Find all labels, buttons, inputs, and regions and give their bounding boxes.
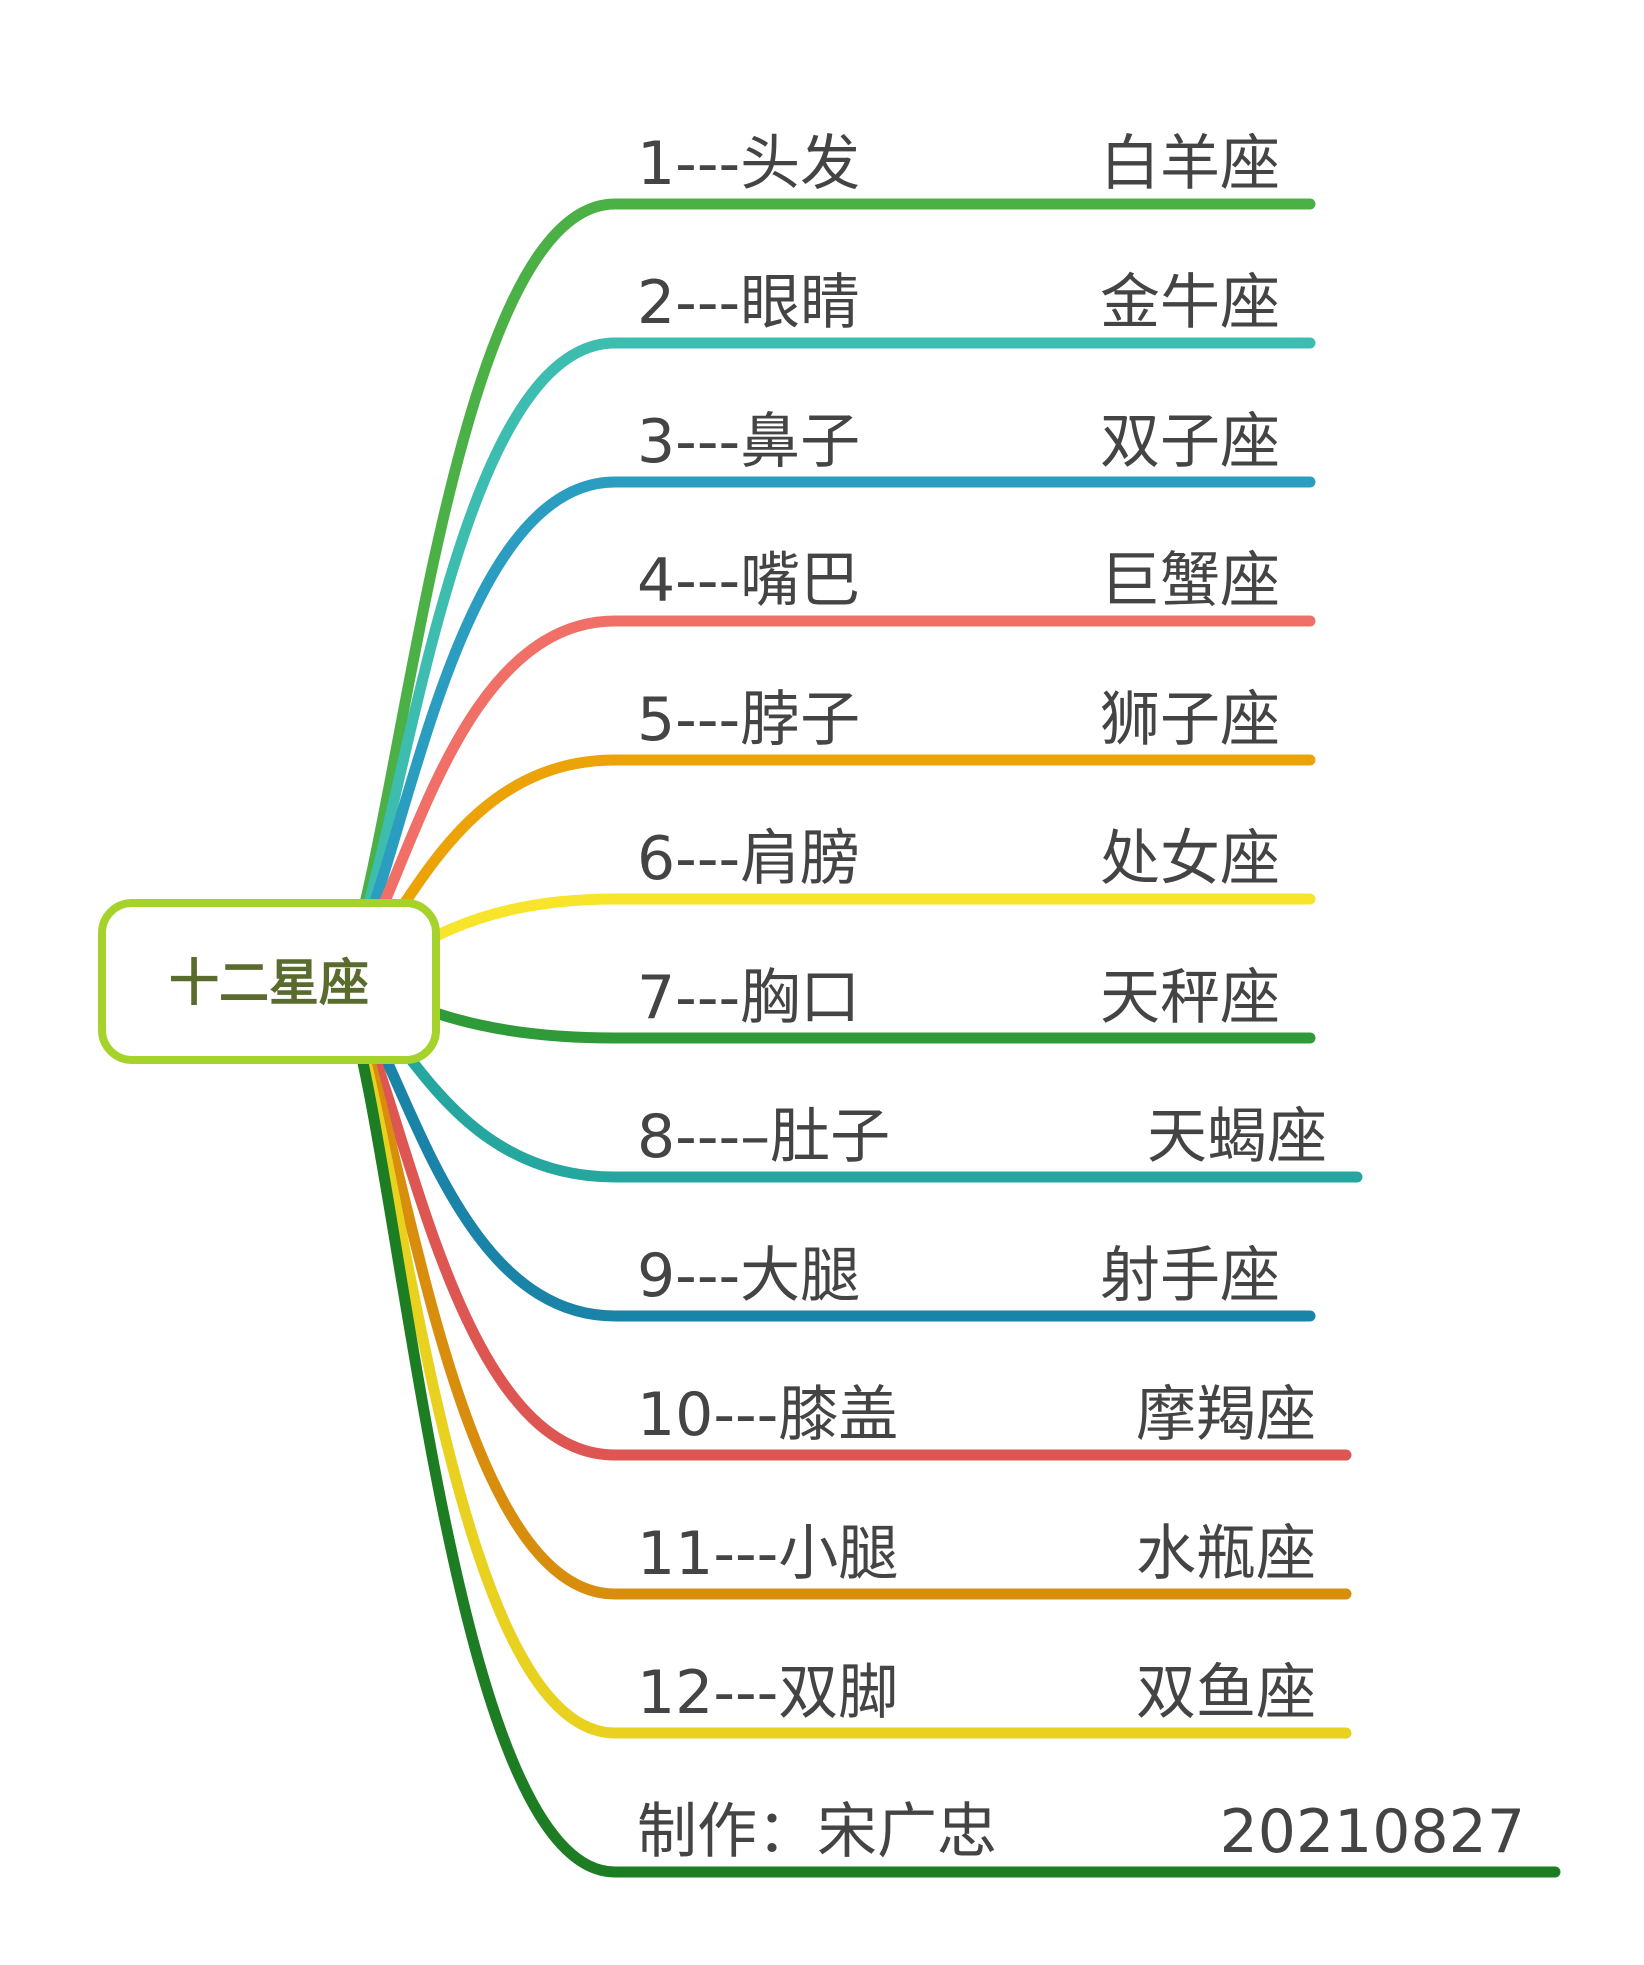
branch-sign-10[interactable]: 摩羯座: [1136, 1380, 1316, 1450]
branch-lines: [334, 198, 1561, 1878]
branch-sign-2[interactable]: 金牛座: [1100, 268, 1280, 338]
center-node-label: 十二星座: [169, 954, 369, 1012]
branch-sign-6[interactable]: 处女座: [1100, 824, 1280, 894]
branch-label-12[interactable]: 12---双脚: [637, 1658, 898, 1728]
branch-sign-13[interactable]: 20210827: [1220, 1797, 1525, 1867]
branch-label-13[interactable]: 制作：宋广忠: [637, 1797, 997, 1867]
branch-label-7[interactable]: 7---胸口: [637, 963, 860, 1033]
branch-label-5[interactable]: 5---脖子: [637, 685, 860, 755]
center-node-box: [98, 899, 440, 1064]
branch-label-3[interactable]: 3---鼻子: [637, 407, 860, 477]
branch-label-8[interactable]: 8---–肚子: [637, 1102, 890, 1172]
branch-sign-3[interactable]: 双子座: [1100, 407, 1280, 477]
branch-sign-12[interactable]: 双鱼座: [1136, 1658, 1316, 1728]
branch-sign-8[interactable]: 天蝎座: [1147, 1102, 1327, 1172]
branch-labels: 1---头发 白羊座 2---眼睛 金牛座 3---鼻子 双子座 4---嘴巴 巨蟹座 5---…: [637, 129, 1525, 1867]
branch-sign-5[interactable]: 狮子座: [1100, 685, 1280, 755]
branch-sign-4[interactable]: 巨蟹座: [1100, 546, 1280, 616]
branch-sign-11[interactable]: 水瓶座: [1136, 1519, 1316, 1589]
branch-line-13: [334, 976, 1561, 1878]
branch-label-2[interactable]: 2---眼睛: [637, 268, 860, 338]
branch-sign-9[interactable]: 射手座: [1100, 1241, 1280, 1311]
branch-label-1[interactable]: 1---头发: [637, 129, 860, 199]
branch-label-9[interactable]: 9---大腿: [637, 1241, 860, 1311]
branch-sign-7[interactable]: 天秤座: [1100, 963, 1280, 1033]
branch-label-10[interactable]: 10---膝盖: [637, 1380, 898, 1450]
branch-label-4[interactable]: 4---嘴巴: [637, 546, 860, 616]
branch-label-6[interactable]: 6---肩膀: [637, 824, 860, 894]
center-node[interactable]: 十二星座: [98, 899, 440, 1064]
branch-label-11[interactable]: 11---小腿: [637, 1519, 898, 1589]
branch-sign-1[interactable]: 白羊座: [1100, 129, 1280, 199]
